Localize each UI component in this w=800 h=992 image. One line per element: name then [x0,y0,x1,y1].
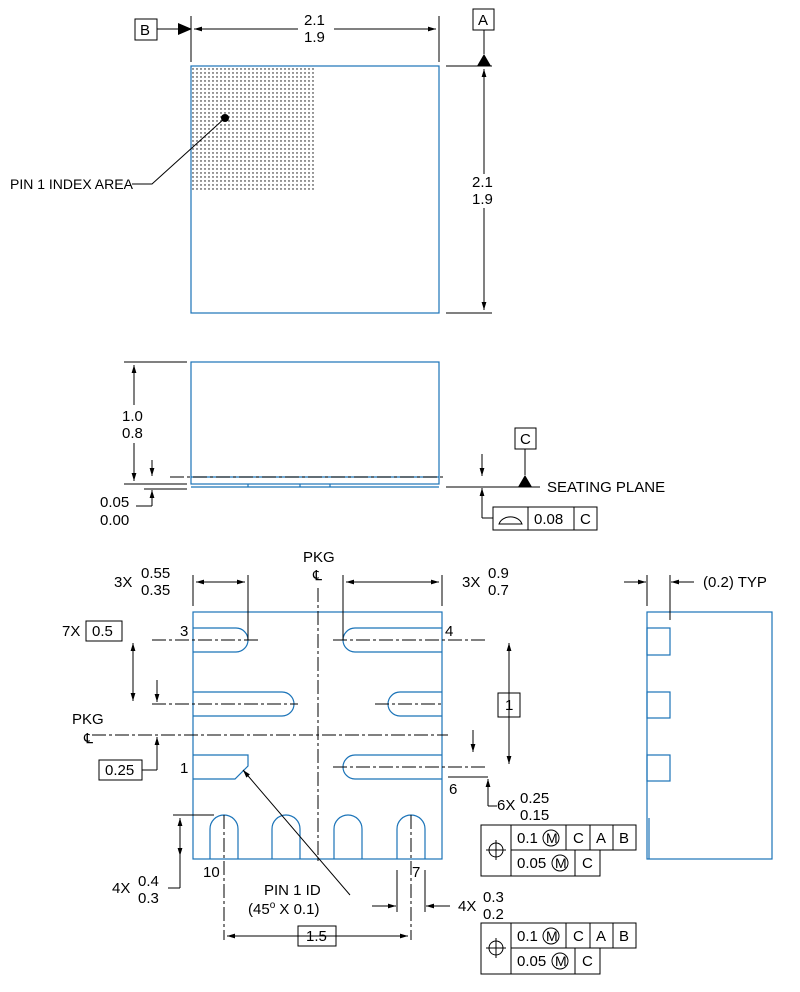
top-width-min: 1.9 [304,29,325,46]
pin1-leader [132,117,226,185]
fcf1-tolerance2: 0.05 [517,855,546,872]
datum-a-triangle [477,54,491,66]
flatness-datum: C [580,511,591,528]
pin1-id-chamfer: (45o X 0.1) [248,900,319,918]
standoff-min: 0.00 [100,512,129,529]
side-height-max: 1.0 [122,408,143,425]
pin-3-label: 3 [180,623,188,640]
fcf2-tolerance2: 0.05 [517,953,546,970]
side-len-max: 0.25 [520,790,549,807]
datum-a-label: A [478,12,488,29]
fcf2-mmc: M [546,928,558,944]
datum-b-label: B [140,22,150,39]
fcf1-datum-c2: C [582,855,593,872]
fcf1-mmc: M [546,830,558,846]
fcf2-datum-a: A [596,928,606,945]
mmc-icon [551,952,569,970]
top-width-max: 2.1 [304,12,325,29]
left-width-min: 0.35 [141,582,170,599]
left-width-mult: 3X [114,574,132,591]
bot-len-min: 0.3 [138,890,159,907]
package-outline-end [646,611,773,860]
datum-c-label: C [520,431,531,448]
bot-len-mult: 4X [112,880,130,897]
pin-10-label: 10 [203,864,220,881]
fcf1-tolerance: 0.1 [517,830,538,847]
side-len-min: 0.15 [520,807,549,824]
bot-span-box [297,925,337,947]
pin-7-label: 7 [412,864,420,881]
side-height-min: 0.8 [122,425,143,442]
pkg-label-top: PKG [303,549,335,566]
top-height-min: 1.9 [472,191,493,208]
bottom-view: PKG ℄ PKG ℄ 3X 0.55 0.35 3X 0.9 0.7 7X 0… [62,549,637,975]
fcf2-datum-b: B [619,928,629,945]
pitch-mult: 7X [62,623,80,640]
standoff-max: 0.05 [100,494,129,511]
offset-box [98,759,143,781]
end-pad-top [646,627,671,656]
fcf1-datum-c: C [573,830,584,847]
bot-span-value: 1.5 [306,928,327,945]
pad-1 [193,754,249,780]
datum-c-triangle [518,475,532,487]
mmc-icon [551,854,569,872]
span-value: 1 [505,697,513,714]
fcf1-datum-b: B [619,830,629,847]
pkg-label-left: PKG [72,711,104,728]
position-frame-side: 0.1 M C A B 0.05 M C [480,824,637,877]
pitch-value: 0.5 [92,623,113,640]
offset-value: 0.25 [105,762,134,779]
side-view: 1.0 0.8 0.05 0.00 C SEATING PLANE 0.08 C [100,361,665,531]
fcf1-datum-a: A [596,830,606,847]
bot-w-min: 0.2 [483,906,504,923]
pin-4-label: 4 [445,623,453,640]
coplanarity-icon [498,516,523,525]
typ-label: (0.2) TYP [703,574,767,591]
right-width-mult: 3X [462,574,480,591]
pad-9 [271,814,301,859]
pkg-cl-symbol-top: ℄ [312,567,322,583]
fcf2-mmc2: M [555,953,567,969]
pin-1-label: 1 [180,760,188,777]
fcf2-datum-c2: C [582,953,593,970]
left-width-max: 0.55 [141,565,170,582]
pin1-id-leader [242,769,351,896]
pin1-index-label: PIN 1 INDEX AREA [10,176,134,192]
side-len-mult: 6X [497,797,515,814]
mmc-icon [542,829,560,847]
pkg-cl-symbol-left: ℄ [83,730,93,746]
end-pad-mid [646,691,671,719]
bot-len-max: 0.4 [138,873,159,890]
pin1-id-label: PIN 1 ID [264,882,321,899]
pin-6-label: 6 [449,781,457,798]
mmc-icon [542,927,560,945]
end-view: (0.2) TYP [624,574,773,860]
bot-w-max: 0.3 [483,889,504,906]
fcf2-tolerance: 0.1 [517,928,538,945]
seating-plane-label: SEATING PLANE [547,479,665,496]
position-frame-bottom: 0.1 M C A B 0.05 M C [480,922,637,975]
end-pad-bot [646,754,671,782]
pad-8 [333,814,363,859]
fcf1-mmc2: M [555,855,567,871]
flatness-frame: 0.08 C [492,506,598,531]
datum-b-triangle [178,23,192,35]
pin1-index-area [191,66,315,190]
top-view: PIN 1 INDEX AREA B 2.1 1.9 A 2.1 1.9 [10,8,504,314]
right-width-max: 0.9 [488,565,509,582]
pitch-box [85,620,123,642]
bot-w-mult: 4X [458,898,476,915]
span-box [497,692,521,718]
fcf2-datum-c: C [573,928,584,945]
flatness-value: 0.08 [534,511,563,528]
package-outline-side [190,361,440,485]
top-height-max: 2.1 [472,174,493,191]
right-width-min: 0.7 [488,582,509,599]
